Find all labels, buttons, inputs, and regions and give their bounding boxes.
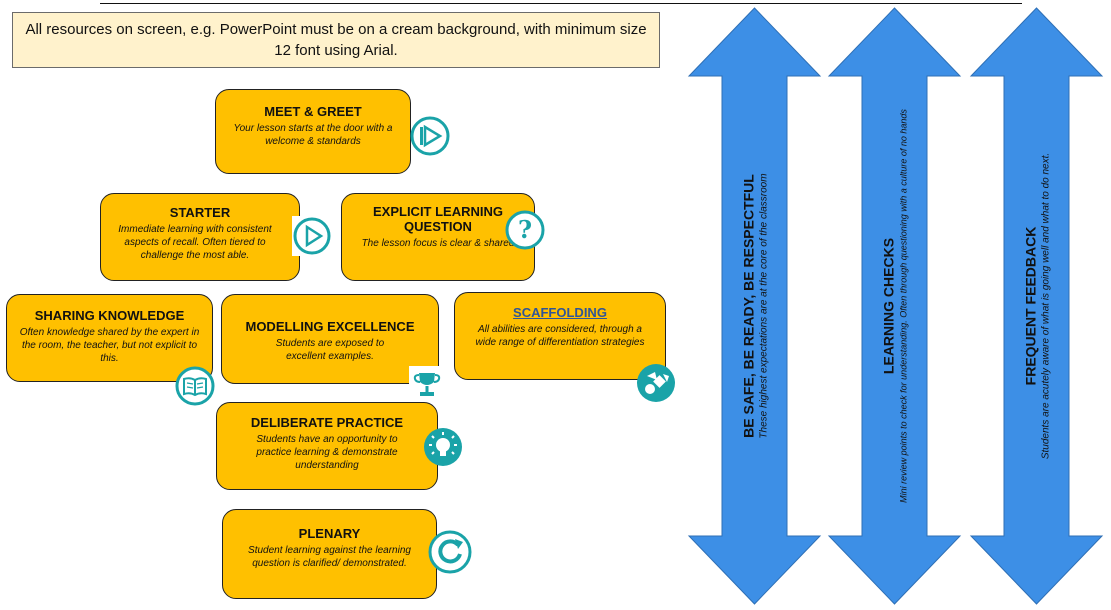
arrow-be-safe: BE SAFE, BE READY, BE RESPECTFUL These h… xyxy=(687,6,822,606)
arrow-be-safe-title: BE SAFE, BE READY, BE RESPECTFUL xyxy=(740,174,756,438)
scaffolding-desc: All abilities are considered, through a … xyxy=(475,324,645,348)
arrow-frequent-feedback: FREQUENT FEEDBACK Students are acutely a… xyxy=(969,6,1104,606)
deliberate-practice-box: DELIBERATE PRACTICE Students have an opp… xyxy=(216,402,438,490)
book-icon xyxy=(175,366,215,406)
arrow-frequent-feedback-text: FREQUENT FEEDBACK Students are acutely a… xyxy=(1021,153,1052,459)
modelling-excellence-box: MODELLING EXCELLENCE Students are expose… xyxy=(221,294,439,384)
notice-text: All resources on screen, e.g. PowerPoint… xyxy=(25,21,647,59)
refresh-icon xyxy=(428,530,472,574)
double-arrow-shape-1 xyxy=(687,7,822,605)
svg-text:?: ? xyxy=(518,215,532,244)
play-forward-icon xyxy=(410,116,450,156)
modelling-excellence-desc: Students are exposed to excellent exampl… xyxy=(275,338,385,362)
meet-greet-desc: Your lesson starts at the door with a we… xyxy=(233,123,393,147)
arrow-be-safe-desc: These highest expectations are at the co… xyxy=(758,173,769,439)
play-icon xyxy=(292,216,332,256)
arrow-frequent-feedback-title: FREQUENT FEEDBACK xyxy=(1022,226,1038,386)
lightbulb-icon xyxy=(424,428,462,466)
arrow-learning-checks-title: LEARNING CHECKS xyxy=(880,237,896,375)
deliberate-practice-title: DELIBERATE PRACTICE xyxy=(250,415,404,430)
starter-box: STARTER Immediate learning with consiste… xyxy=(100,193,300,281)
question-icon: ? xyxy=(505,210,545,250)
plenary-box: PLENARY Student learning against the lea… xyxy=(222,509,437,599)
sharing-knowledge-title: SHARING KNOWLEDGE xyxy=(34,308,185,323)
sharing-knowledge-box: SHARING KNOWLEDGE Often knowledge shared… xyxy=(6,294,213,382)
meet-greet-box: MEET & GREET Your lesson starts at the d… xyxy=(215,89,411,174)
arrow-learning-checks-desc: Mini review points to check for understa… xyxy=(898,109,908,503)
top-divider-line xyxy=(100,3,1022,4)
sharing-knowledge-desc: Often knowledge shared by the expert in … xyxy=(19,327,200,364)
meet-greet-title: MEET & GREET xyxy=(264,104,362,119)
double-arrow-shape-2 xyxy=(827,7,962,605)
explicit-question-desc: The lesson focus is clear & shared xyxy=(361,238,515,249)
scaffolding-box: SCAFFOLDING All abilities are considered… xyxy=(454,292,666,380)
arrow-frequent-feedback-desc: Students are acutely aware of what is go… xyxy=(1040,152,1051,460)
starter-desc: Immediate learning with consistent aspec… xyxy=(118,224,272,261)
starter-title: STARTER xyxy=(169,205,231,220)
deliberate-practice-desc: Students have an opportunity to practice… xyxy=(256,434,398,471)
explicit-question-box: EXPLICIT LEARNING QUESTION The lesson fo… xyxy=(341,193,535,281)
arrow-learning-checks: LEARNING CHECKS Mini review points to ch… xyxy=(827,6,962,606)
scaffolding-title-link[interactable]: SCAFFOLDING xyxy=(513,305,607,320)
plenary-desc: Student learning against the learning qu… xyxy=(248,545,411,569)
trophy-icon xyxy=(409,366,445,402)
arrow-be-safe-text: BE SAFE, BE READY, BE RESPECTFUL These h… xyxy=(739,173,770,438)
shapes-icon xyxy=(637,364,675,402)
arrow-learning-checks-text: LEARNING CHECKS Mini review points to ch… xyxy=(879,109,910,503)
double-arrow-shape-3 xyxy=(969,7,1104,605)
modelling-excellence-title: MODELLING EXCELLENCE xyxy=(245,319,415,334)
notice-box: All resources on screen, e.g. PowerPoint… xyxy=(12,12,660,68)
plenary-title: PLENARY xyxy=(298,526,361,541)
explicit-question-title: EXPLICIT LEARNING QUESTION xyxy=(372,204,503,234)
